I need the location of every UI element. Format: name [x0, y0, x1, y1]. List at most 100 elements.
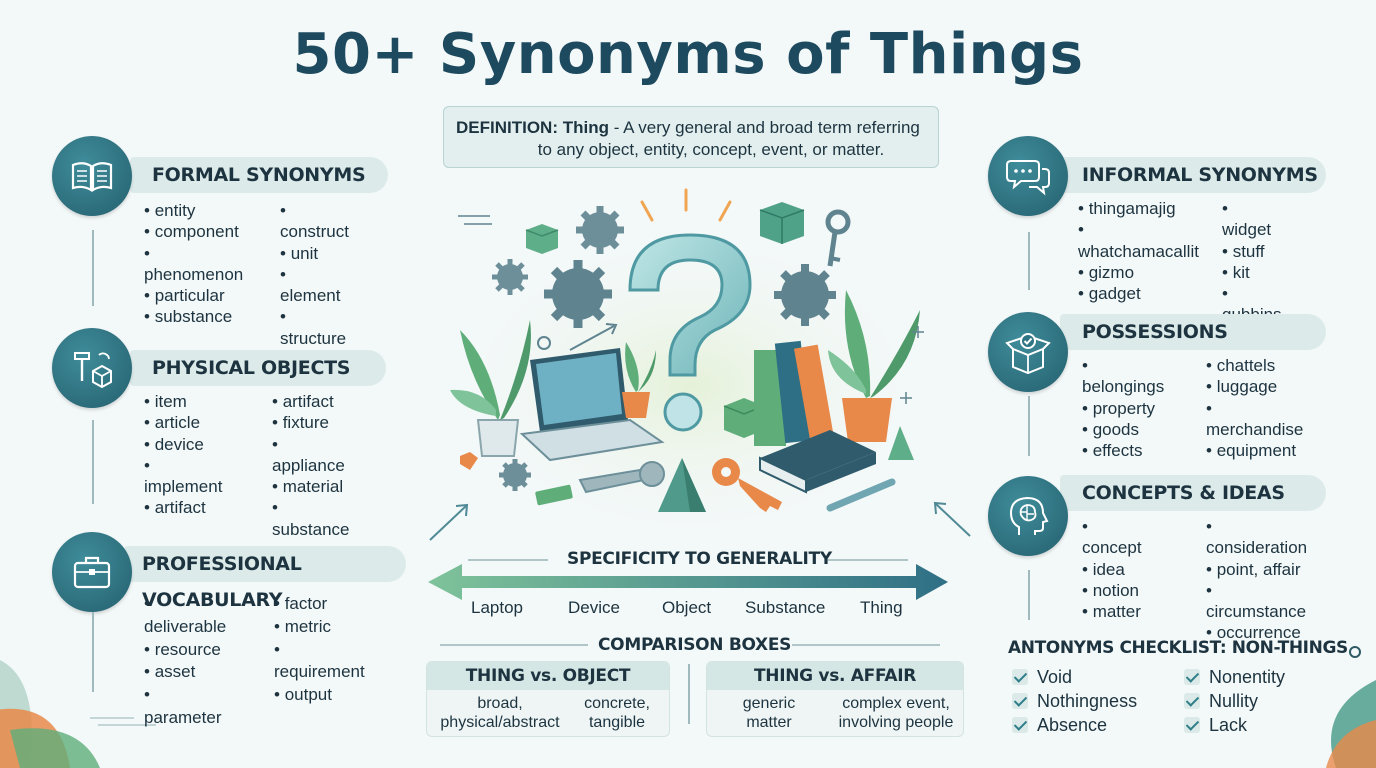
formal-col2: construct unit element structure	[280, 200, 349, 349]
list-item: property	[1082, 398, 1164, 419]
gear-icon	[499, 459, 531, 491]
scale-label-thing: Thing	[860, 598, 903, 617]
plant-icon	[828, 290, 920, 442]
small-cube-icon	[460, 452, 478, 470]
comparison-text: generic	[742, 695, 796, 712]
professional-col2: factor metric requirement output	[274, 593, 365, 707]
chat-bubbles-icon	[988, 136, 1068, 216]
list-item: component	[144, 221, 243, 242]
list-item: artifact	[272, 391, 350, 412]
list-item: deliverable	[144, 593, 226, 639]
left-arrow-decoration	[429, 503, 469, 541]
concepts-col1: concept idea notion matter	[1082, 516, 1142, 622]
list-item: effects	[1082, 440, 1164, 461]
comparison-text: concrete,	[584, 695, 650, 712]
list-item: gizmo	[1078, 262, 1199, 283]
list-item: whatchamacallit	[1078, 219, 1199, 262]
definition-term: DEFINITION: Thing	[456, 118, 609, 137]
checklist-item: Nothingness	[1012, 689, 1137, 713]
pyramid-icon	[658, 458, 706, 512]
scale-label-device: Device	[568, 598, 620, 617]
formal-col1: entity component phenomenon particular s…	[144, 200, 243, 328]
physical-objects-heading: PHYSICAL OBJECTS	[130, 350, 386, 386]
list-item: factor	[274, 593, 365, 616]
list-item: asset	[144, 661, 226, 684]
list-item: construct	[280, 200, 349, 243]
list-item: point, affair	[1206, 559, 1307, 580]
leaves-decoration-right	[1326, 680, 1376, 768]
list-item: parameter	[144, 684, 226, 730]
possessions-col2: chattels luggage merchandise equipment	[1206, 355, 1303, 461]
open-book-icon	[52, 136, 132, 216]
list-item: circumstance	[1206, 580, 1307, 623]
list-item: belongings	[1082, 355, 1164, 398]
leaves-decoration-left	[0, 660, 100, 768]
antonyms-col2: Nonentity Nullity Lack	[1184, 665, 1285, 737]
checklist-item: Lack	[1184, 713, 1285, 737]
comparison-boxes-heading: COMPARISON BOXES	[598, 635, 792, 655]
list-item: device	[144, 434, 222, 455]
list-item: stuff	[1222, 241, 1282, 262]
specificity-scale-arrow	[428, 559, 948, 600]
checklist-label: Nothingness	[1037, 691, 1138, 711]
list-item: thingamajig	[1078, 198, 1199, 219]
comparison-left: generic matter	[709, 694, 829, 732]
checklist-item: Nonentity	[1184, 665, 1285, 689]
hammer-box-icon	[52, 328, 132, 408]
small-ring-decoration	[1349, 646, 1361, 658]
list-item: requirement	[274, 639, 365, 685]
list-item: chattels	[1206, 355, 1303, 376]
list-item: material	[272, 476, 350, 497]
question-mark-icon	[628, 233, 752, 377]
professional-col1: deliverable resource asset parameter	[144, 593, 226, 730]
informal-col1: thingamajig whatchamacallit gizmo gadget	[1078, 198, 1199, 304]
possessions-col1: belongings property goods effects	[1082, 355, 1164, 461]
list-item: appliance	[272, 434, 350, 477]
antonyms-heading: ANTONYMS CHECKLIST: NON-THINGS	[1008, 638, 1348, 658]
list-item: artifact	[144, 497, 222, 518]
list-item: implement	[144, 455, 222, 498]
plant-icon	[450, 320, 531, 457]
right-arrow-decoration	[933, 501, 971, 537]
cube-icon	[759, 202, 805, 244]
list-item: consideration	[1206, 516, 1307, 559]
light-rays	[640, 188, 732, 222]
comparison-box-thing-affair: THING vs. AFFAIR generic matter complex …	[706, 661, 964, 737]
list-item: concept	[1082, 516, 1142, 559]
antonyms-col1: Void Nothingness Absence	[1012, 665, 1137, 737]
gear-icon	[544, 260, 612, 328]
pencil-icon	[826, 478, 896, 512]
comparison-text: broad,	[477, 695, 523, 712]
definition-line2: to any object, entity, concept, event, o…	[537, 140, 885, 159]
list-item: substance	[144, 306, 243, 327]
checklist-item: Void	[1012, 665, 1137, 689]
checklist-label: Void	[1037, 667, 1073, 687]
list-item: entity	[144, 200, 243, 221]
list-item: phenomenon	[144, 243, 243, 286]
list-item: idea	[1082, 559, 1142, 580]
comparison-box-title: THING vs. OBJECT	[427, 662, 669, 690]
informal-col2: widget stuff kit gubbins	[1222, 198, 1282, 326]
list-item: metric	[274, 616, 365, 639]
checklist-item: Nullity	[1184, 689, 1285, 713]
page-title: 50+ Synonyms of Things	[292, 22, 1084, 87]
gear-icon	[492, 259, 528, 295]
box-check-icon	[988, 312, 1068, 392]
checklist-label: Lack	[1209, 715, 1248, 735]
specificity-scale-heading: SPECIFICITY TO GENERALITY	[567, 549, 832, 569]
professional-vocabulary-heading: PROFESSIONAL VOCABULARY	[124, 546, 406, 611]
scale-label-substance: Substance	[745, 598, 826, 617]
concepts-ideas-heading: CONCEPTS & IDEAS	[1060, 475, 1326, 511]
possessions-heading: POSSESSIONS	[1060, 314, 1326, 350]
books-icon	[754, 340, 876, 494]
checkmark-icon	[1012, 669, 1028, 685]
cube-icon	[525, 224, 559, 254]
list-item: gadget	[1078, 283, 1199, 304]
divider-line	[1028, 396, 1030, 456]
comparison-left: broad, physical/abstract	[433, 694, 567, 732]
comparison-box-title: THING vs. AFFAIR	[707, 662, 963, 690]
pyramid-icon	[888, 426, 914, 460]
list-item: widget	[1222, 198, 1282, 241]
divider-line	[1028, 570, 1030, 620]
list-item: goods	[1082, 419, 1164, 440]
